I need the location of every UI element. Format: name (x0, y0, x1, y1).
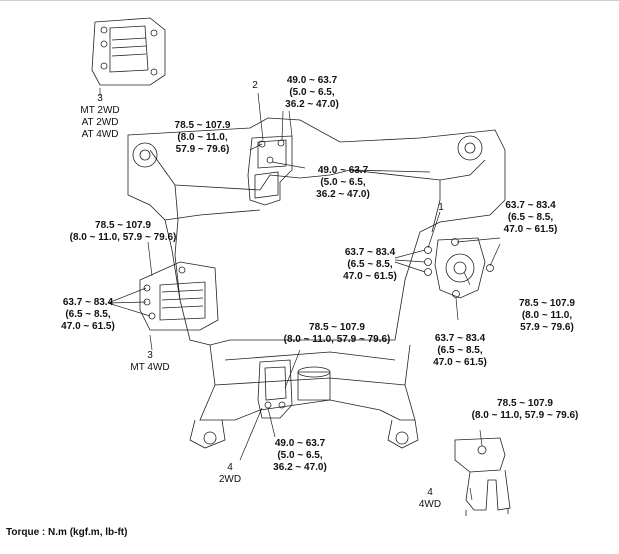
torque-callout: 63.7 ~ 83.4 (6.5 ~ 8.5, 47.0 ~ 61.5) (433, 333, 487, 368)
torque-callout: 49.0 ~ 63.7 (5.0 ~ 6.5, 36.2 ~ 47.0) (285, 75, 339, 110)
torque-callout: 78.5 ~ 107.9 (8.0 ~ 11.0, 57.9 ~ 79.6) (174, 120, 231, 155)
variant-label: MT 2WD (80, 105, 120, 116)
part-number: 4 (427, 487, 433, 498)
part-number: 3 (147, 350, 153, 361)
torque-unit-note: Torque : N.m (kgf.m, lb-ft) (6, 527, 128, 538)
torque-callout: 78.5 ~ 107.9 (8.0 ~ 11.0, 57.9 ~ 79.6) (519, 298, 575, 333)
torque-callout: 78.5 ~ 107.9 (8.0 ~ 11.0, 57.9 ~ 79.6) (69, 220, 177, 243)
torque-callout: 78.5 ~ 107.9 (8.0 ~ 11.0, 57.9 ~ 79.6) (283, 322, 391, 345)
leader-lines (99, 88, 501, 501)
label-mount-4-2wd: 4 2WD (210, 462, 250, 486)
part-number: 3 (97, 93, 103, 104)
part-number: 2 (252, 80, 258, 91)
mount-1 (424, 237, 494, 299)
variant-label: 2WD (218, 474, 242, 485)
part-number: 1 (438, 202, 444, 213)
torque-callout: 63.7 ~ 83.4 (6.5 ~ 8.5, 47.0 ~ 61.5) (343, 247, 397, 282)
torque-callout: 49.0 ~ 63.7 (5.0 ~ 6.5, 36.2 ~ 47.0) (316, 165, 370, 200)
torque-callout: 49.0 ~ 63.7 (5.0 ~ 6.5, 36.2 ~ 47.0) (273, 438, 327, 473)
top-rule (0, 0, 619, 1)
torque-callout: 63.7 ~ 83.4 (6.5 ~ 8.5, 47.0 ~ 61.5) (61, 297, 115, 332)
label-mount-4-4wd: 4 4WD (410, 487, 450, 511)
label-mount-1: 1 (434, 202, 448, 214)
variant-label: AT 4WD (81, 129, 119, 140)
torque-callout: 78.5 ~ 107.9 (8.0 ~ 11.0, 57.9 ~ 79.6) (471, 398, 579, 421)
variant-label: AT 2WD (81, 117, 119, 128)
torque-callout: 63.7 ~ 83.4 (6.5 ~ 8.5, 47.0 ~ 61.5) (503, 200, 558, 235)
subframe (127, 117, 506, 449)
label-mount-3-2wd: 3 MT 2WD AT 2WD AT 4WD (80, 93, 120, 141)
label-mount-3-4wd: 3 MT 4WD (120, 350, 180, 374)
label-mount-2: 2 (248, 80, 262, 92)
variant-label: 4WD (418, 499, 442, 510)
variant-label: MT 4WD (130, 362, 170, 373)
mount-4-4wd (454, 437, 511, 516)
part-number: 4 (227, 462, 233, 473)
mount-2 (247, 135, 293, 206)
mount-3-2wd (91, 17, 166, 86)
